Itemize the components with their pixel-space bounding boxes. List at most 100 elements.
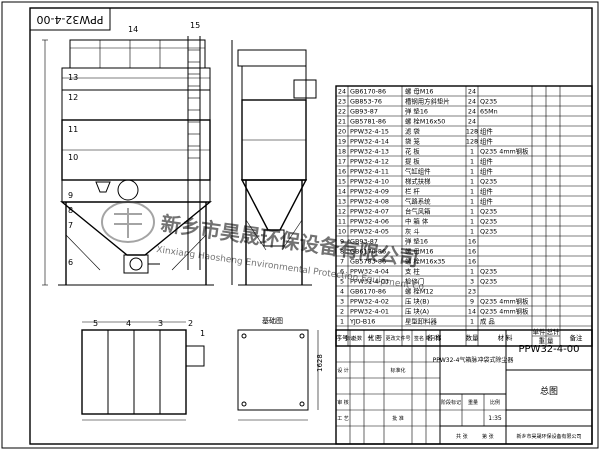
callout-7: 7 [68,221,73,230]
bom-cell-code: PPW32-4-03 [350,278,389,286]
hopper-mark [95,181,111,193]
bom-cell-mat: Q235 [480,228,497,236]
bom-cell-code: GB853-76 [350,98,382,106]
bom-cell-no: 17 [338,158,346,166]
tb-standard: 标准化 [390,367,405,374]
bom-cell-name: 提 板 [405,157,420,166]
rotated-drawing-code: PPW32-4-00 [36,13,103,26]
bom-cell-name: 栏 杆 [405,187,420,196]
bom-cell-qty: 24 [468,88,476,96]
bom-cell-code: GB5783-86 [350,258,386,266]
plan-callout-1: 1 [200,329,205,338]
bom-cell-name: 螺 母M16 [405,87,433,96]
plan-callout-3: 3 [158,319,163,328]
tb-scale-label: 比例 [490,399,500,406]
bom-cell-code: PPW32-4-05 [350,228,389,236]
bom-cell-qty: 128 [466,138,478,146]
bom-cell-no: 4 [340,288,344,296]
callout-15: 15 [190,21,200,30]
bom-cell-mat: Q235 4mm钢板 [480,297,529,306]
bom-cell-no: 15 [338,178,346,186]
plan-callout-2: 2 [188,319,193,328]
bom-cell-mat: Q235 [480,278,497,286]
bom-cell-no: 24 [338,88,346,96]
tb-process: 工 艺 [337,416,349,422]
bom-cell-code: GB6170-86 [350,288,386,296]
callout-10: 10 [68,153,78,162]
bom-cell-name: 袋 笼 [405,137,420,146]
tb-date: 年月日 [425,335,440,342]
bom-cell-name: 支 柱 [405,267,420,276]
bom-cell-qty: 1 [470,158,474,166]
bom-cell-mat: Q235 4mm钢板 [480,307,529,316]
tb-count: 处数 [352,335,362,342]
bom-cell-qty: 1 [470,208,474,216]
callout-14: 14 [128,25,138,34]
bom-header-cell: 名 称 [427,333,442,342]
foundation-label: 基础图 [262,316,283,325]
bom-cell-mat: 组件 [480,167,493,176]
callout-11: 11 [68,125,78,134]
bom-cell-no: 8 [340,248,344,256]
bom-cell-qty: 1 [470,218,474,226]
callout-13: 13 [68,73,78,82]
bom-cell-name: 台气风箱 [405,207,431,216]
bom-cell-qty: 16 [468,248,476,256]
bom-cell-no: 12 [338,208,346,216]
bom-cell-no: 23 [338,98,346,106]
bom-cell-name: 气缸组件 [405,167,431,176]
bom-cell-code: PPW32-4-06 [350,218,389,226]
bom-cell-name: 螺 栓M12 [405,287,433,296]
bom-cell-name: 螺 母M16 [405,247,433,256]
rotated-code-box: PPW32-4-00 [29,7,111,31]
bom-cell-no: 1 [340,318,344,326]
bom-header-cell: 重 量 [539,337,554,345]
bom-cell-name: 灰 斗 [405,227,420,236]
tb-approve: 批 准 [392,415,404,422]
bom-cell-mat: Q235 [480,208,497,216]
bom-cell-qty: 24 [468,98,476,106]
bom-cell-mat: 组件 [480,187,493,196]
side-hopper [240,179,308,231]
bom-cell-code: PPW32-4-02 [350,298,389,306]
bom-cell-name: 滤 袋 [405,127,420,136]
bom-cell-mat: Q235 4mm钢板 [480,147,529,156]
bom-cell-qty: 1 [470,178,474,186]
railing [69,39,206,69]
bom-header-cell: 总计 [547,327,560,336]
callout-12: 12 [68,93,78,102]
tb-check: 审 核 [337,399,349,406]
foundation-outline [237,329,309,411]
bom-cell-name: 花 板 [405,147,420,156]
bom-cell-no: 18 [338,148,346,156]
bom-cell-name: 螺 栓M16x35 [405,257,445,266]
bom-cell-no: 2 [340,308,344,316]
bom-header-cell: 单件 [533,327,546,336]
bom-cell-qty: 1 [470,198,474,206]
bom-cell-code: PPW32-4-07 [350,208,389,216]
bom-cell-code: GB6170-86 [350,248,386,256]
bom-cell-no: 16 [338,168,346,176]
bom-cell-mat: 成 品 [480,317,495,326]
tb-sign: 签名 [414,335,424,342]
bom-cell-code: PPW32-4-14 [350,138,389,146]
bom-header-cell: 备注 [570,333,583,342]
tb-stage: 阶段标记 [441,399,461,406]
bom-cell-code: PPW32-4-08 [350,198,389,206]
bom-cell-code: PPW32-4-13 [350,148,389,156]
tb-sheet: 第 张 [482,433,494,440]
bom-cell-qty: 1 [470,188,474,196]
bom-header-cell: 代 号 [368,333,383,342]
bom-cell-qty: 16 [468,258,476,266]
watermark-logo [101,201,155,243]
bom-cell-code: PPW32-4-04 [350,268,389,276]
bom-cell-code: GB93-87 [350,238,378,246]
bom-cell-mat: Q235 [480,98,497,106]
tb-design: 设 计 [337,367,349,374]
bom-cell-name: 中 箱 体 [405,217,429,226]
bom-cell-name: 弹 垫16 [405,237,428,246]
plan-callout-5: 5 [93,319,98,328]
bom-cell-name: 螺 栓M16x50 [405,117,445,126]
